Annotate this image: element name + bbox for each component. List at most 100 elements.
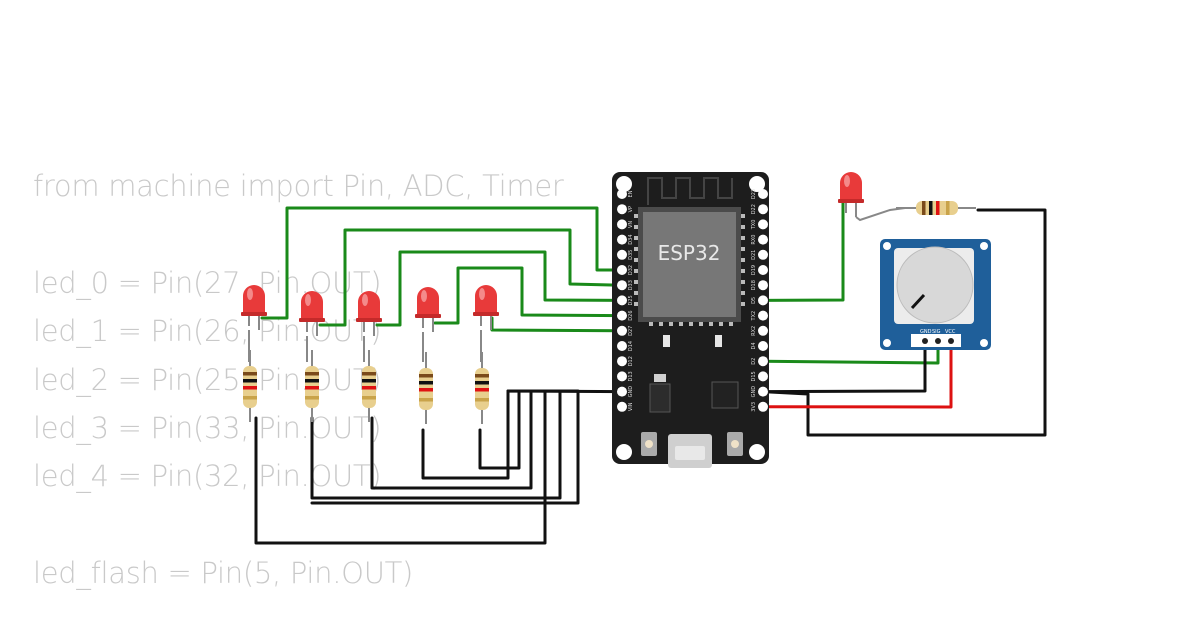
pin-label: D5 — [751, 297, 757, 304]
wire — [310, 389, 562, 500]
module-shield — [643, 212, 736, 317]
resistor-band — [243, 379, 257, 383]
led[interactable] — [838, 172, 864, 217]
pin-label: D21 — [751, 250, 757, 260]
header-pin[interactable] — [758, 280, 768, 291]
potentiometer[interactable]: GND SIG VCC — [880, 239, 991, 350]
header-pin[interactable] — [617, 310, 627, 321]
pin-label: VP — [628, 206, 634, 212]
resistor-band — [362, 379, 376, 383]
pin-label: D26 — [628, 310, 634, 320]
code-line: led_flash = Pin(5, Pin.OUT) — [33, 556, 414, 591]
header-pin[interactable] — [758, 341, 768, 351]
wire — [260, 206, 624, 320]
header-pin[interactable] — [617, 219, 627, 230]
pin-label: D33 — [628, 280, 634, 290]
castellation — [741, 225, 745, 229]
header-pin[interactable] — [617, 356, 627, 367]
voltage-regulator — [649, 383, 671, 413]
led-highlight — [247, 288, 253, 300]
pin-label: D22 — [751, 204, 757, 214]
wire — [433, 266, 624, 325]
led[interactable] — [415, 287, 441, 332]
pin-label: D13 — [628, 371, 634, 381]
resistor-band — [243, 372, 257, 376]
wire — [490, 316, 624, 333]
led[interactable] — [241, 285, 267, 330]
castellation — [634, 291, 638, 295]
pin-label: D12 — [628, 356, 634, 366]
header-pin[interactable] — [758, 189, 768, 199]
code-line: led_3 = Pin(33, Pin.OUT) — [33, 410, 382, 445]
wire — [254, 389, 547, 545]
pin-label: TX0 — [751, 220, 757, 231]
usb-uart-chip — [711, 381, 739, 409]
led-rim — [356, 318, 382, 322]
led-highlight — [844, 175, 850, 187]
antenna-trace — [647, 177, 733, 205]
led[interactable] — [473, 285, 499, 330]
castellation — [719, 322, 723, 326]
pot-pin-label: SIG — [932, 329, 941, 335]
mount-hole — [980, 242, 988, 250]
header-pin[interactable] — [617, 386, 627, 397]
pin-label: GND — [751, 386, 757, 398]
resistor-band — [243, 386, 257, 390]
led[interactable] — [356, 291, 382, 336]
header-pin[interactable] — [758, 295, 768, 306]
header-pin[interactable] — [758, 401, 768, 412]
pin-label: D35 — [628, 250, 634, 260]
wire — [310, 389, 580, 505]
castellation — [741, 236, 745, 240]
header-pin[interactable] — [758, 356, 768, 367]
header-pin[interactable] — [617, 371, 627, 382]
header-pin[interactable] — [758, 325, 768, 336]
pot-knob[interactable] — [896, 246, 974, 324]
header-pin[interactable] — [617, 249, 627, 260]
led-body — [358, 291, 380, 320]
header-pin[interactable] — [758, 265, 768, 275]
resistor-band — [419, 374, 433, 378]
header-pin[interactable] — [617, 234, 627, 245]
resistor-band — [475, 388, 489, 392]
pin-label: D14 — [628, 341, 634, 351]
component-layer — [241, 172, 976, 424]
header-pin[interactable] — [617, 401, 627, 412]
header-pin[interactable] — [617, 295, 627, 306]
header-pin[interactable] — [758, 219, 768, 230]
led-rim — [838, 199, 864, 203]
pot-pin — [935, 338, 941, 344]
header-pin[interactable] — [758, 249, 768, 260]
header-pin[interactable] — [758, 204, 768, 215]
led[interactable] — [299, 291, 325, 336]
mount-hole — [883, 339, 891, 347]
castellation — [741, 302, 745, 306]
header-pin[interactable] — [617, 325, 627, 336]
resistor — [362, 350, 376, 422]
header-pin[interactable] — [617, 204, 627, 215]
header-pin[interactable] — [617, 341, 627, 351]
header-pin[interactable] — [617, 265, 627, 275]
header-pin[interactable] — [758, 386, 768, 397]
esp32-board[interactable]: ESP32 ENVPVND34D35D32D33D25D26D27D14D12D… — [612, 172, 769, 468]
castellation — [634, 302, 638, 306]
resistor-band — [362, 386, 376, 390]
led-body — [301, 291, 323, 320]
resistor — [419, 352, 433, 424]
code-line: led_0 = Pin(27, Pin.OUT) — [33, 265, 382, 300]
resistor-band — [419, 398, 433, 402]
led-body — [840, 172, 862, 201]
castellation — [741, 280, 745, 284]
resistor-band — [475, 381, 489, 385]
castellation — [741, 214, 745, 218]
pin-label: D19 — [751, 265, 757, 275]
button-cap — [645, 440, 653, 448]
header-pin[interactable] — [758, 234, 768, 245]
header-pin[interactable] — [758, 310, 768, 321]
resistor — [305, 350, 319, 422]
header-pin[interactable] — [758, 371, 768, 382]
pot-pin — [948, 338, 954, 344]
header-pin[interactable] — [617, 189, 627, 199]
header-pin[interactable] — [617, 280, 627, 291]
